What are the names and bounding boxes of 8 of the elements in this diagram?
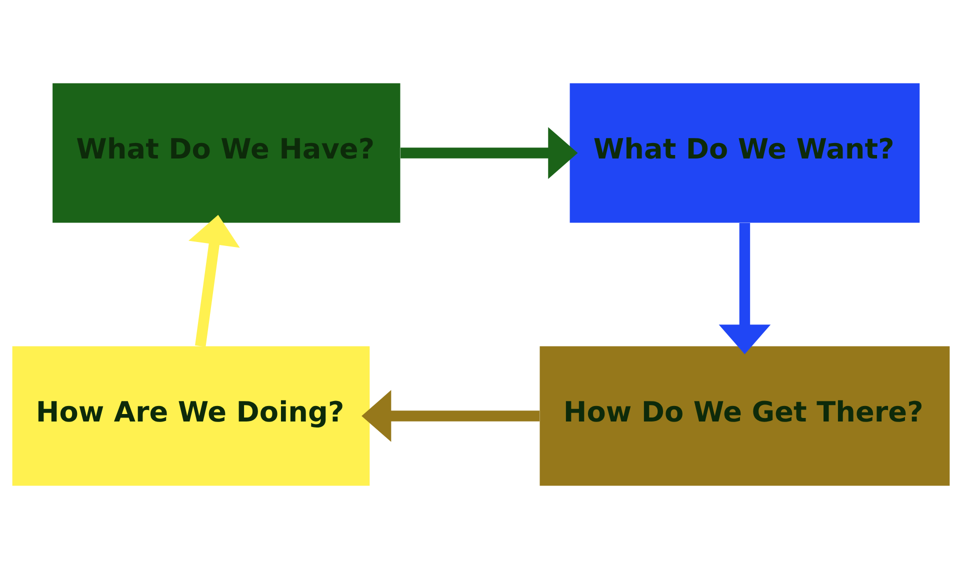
arrow: [400, 127, 578, 179]
node-box: How Are We Doing?: [12, 346, 370, 486]
node-box: What Do We Want?: [570, 83, 920, 223]
arrow: [188, 214, 240, 347]
arrow: [362, 390, 540, 442]
node-box: How Do We Get There?: [540, 346, 950, 486]
node-box: What Do We Have?: [52, 83, 400, 223]
arrow: [718, 222, 771, 354]
